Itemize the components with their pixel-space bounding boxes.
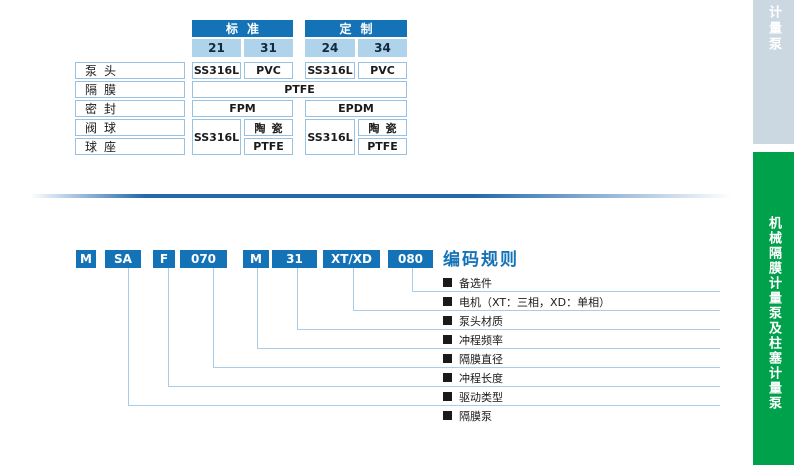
connector-line-f bbox=[168, 268, 720, 387]
legend-item-motor: 电机（XT：三相，XD：单相） bbox=[443, 292, 720, 311]
legend-item-stroke-length: 冲程长度 bbox=[443, 368, 720, 387]
cell-pump-head-24: SS316L bbox=[305, 62, 355, 79]
model-code-21: 21 bbox=[192, 39, 241, 57]
cell-seal-standard: FPM bbox=[192, 100, 293, 117]
code-block-2: SA bbox=[105, 250, 141, 268]
connector-line-m5 bbox=[257, 268, 720, 349]
legend-label: 冲程频率 bbox=[459, 333, 503, 347]
code-block-1: M bbox=[76, 250, 96, 268]
row-label-ball-seat: 球座 bbox=[75, 138, 185, 155]
connector-line-sa bbox=[128, 268, 720, 406]
legend-label: 驱动类型 bbox=[459, 390, 503, 404]
legend-label: 泵头材质 bbox=[459, 314, 503, 328]
bullet-square-icon bbox=[443, 297, 452, 306]
cell-valve-std-seat: PTFE bbox=[244, 138, 293, 155]
legend-item-stroke-frequency: 冲程频率 bbox=[443, 330, 720, 349]
model-code-34: 34 bbox=[358, 39, 407, 57]
connector-line-31 bbox=[297, 268, 720, 330]
code-block-3: F bbox=[153, 250, 175, 268]
section-divider bbox=[30, 194, 746, 198]
cell-pump-head-21: SS316L bbox=[192, 62, 241, 79]
bullet-square-icon bbox=[443, 392, 452, 401]
side-tab-mechanical-diaphragm: 机械隔膜计量泵及柱塞计量泵 bbox=[753, 152, 794, 465]
legend-item-head-material: 泵头材质 bbox=[443, 311, 720, 330]
code-block-4: 070 bbox=[180, 250, 227, 268]
code-block-5: M bbox=[243, 250, 269, 268]
side-tab-label: 机械隔膜计量泵及柱塞计量泵 bbox=[766, 216, 781, 411]
legend-label: 隔膜泵 bbox=[459, 409, 492, 423]
legend-item-options: 备选件 bbox=[443, 273, 720, 292]
connector-line-xtxd bbox=[353, 268, 720, 311]
row-label-pump-head: 泵头 bbox=[75, 62, 185, 79]
code-block-8: 080 bbox=[388, 250, 433, 268]
connector-line-070 bbox=[213, 268, 720, 368]
cell-valve-cust-ball: 陶瓷 bbox=[358, 119, 407, 136]
legend-label: 电机（XT：三相，XD：单相） bbox=[459, 295, 611, 309]
code-block-6: 31 bbox=[272, 250, 317, 268]
row-label-diaphragm: 隔膜 bbox=[75, 81, 185, 98]
model-code-24: 24 bbox=[305, 39, 355, 57]
legend-item-drive-type: 驱动类型 bbox=[443, 387, 720, 406]
cell-pump-head-31: PVC bbox=[244, 62, 293, 79]
cell-valve-std-body: SS316L bbox=[192, 119, 241, 155]
group-header-standard: 标准 bbox=[192, 20, 293, 37]
bullet-square-icon bbox=[443, 278, 452, 287]
bullet-square-icon bbox=[443, 373, 452, 382]
side-tab-label: 计量泵 bbox=[766, 5, 781, 53]
bullet-square-icon bbox=[443, 316, 452, 325]
group-header-custom: 定制 bbox=[305, 20, 407, 37]
bullet-square-icon bbox=[443, 335, 452, 344]
row-label-seal: 密封 bbox=[75, 100, 185, 117]
side-tab-metering-pump: 计量泵 bbox=[753, 0, 794, 144]
legend-label: 冲程长度 bbox=[459, 371, 503, 385]
legend-label: 隔膜直径 bbox=[459, 352, 503, 366]
row-label-valve-ball: 阀球 bbox=[75, 119, 185, 136]
legend-item-diaphragm-pump: 隔膜泵 bbox=[443, 406, 720, 425]
coding-rule-title: 编码规则 bbox=[443, 250, 519, 270]
legend-item-diaphragm-diameter: 隔膜直径 bbox=[443, 349, 720, 368]
bullet-square-icon bbox=[443, 354, 452, 363]
cell-valve-cust-seat: PTFE bbox=[358, 138, 407, 155]
legend-label: 备选件 bbox=[459, 276, 492, 290]
code-block-7: XT/XD bbox=[323, 250, 380, 268]
cell-valve-std-ball: 陶瓷 bbox=[244, 119, 293, 136]
model-code-31: 31 bbox=[244, 39, 293, 57]
cell-valve-cust-body: SS316L bbox=[305, 119, 355, 155]
cell-diaphragm-all: PTFE bbox=[192, 81, 407, 98]
connector-line-080 bbox=[412, 268, 720, 292]
cell-seal-custom: EPDM bbox=[305, 100, 407, 117]
cell-pump-head-34: PVC bbox=[358, 62, 407, 79]
bullet-square-icon bbox=[443, 411, 452, 420]
